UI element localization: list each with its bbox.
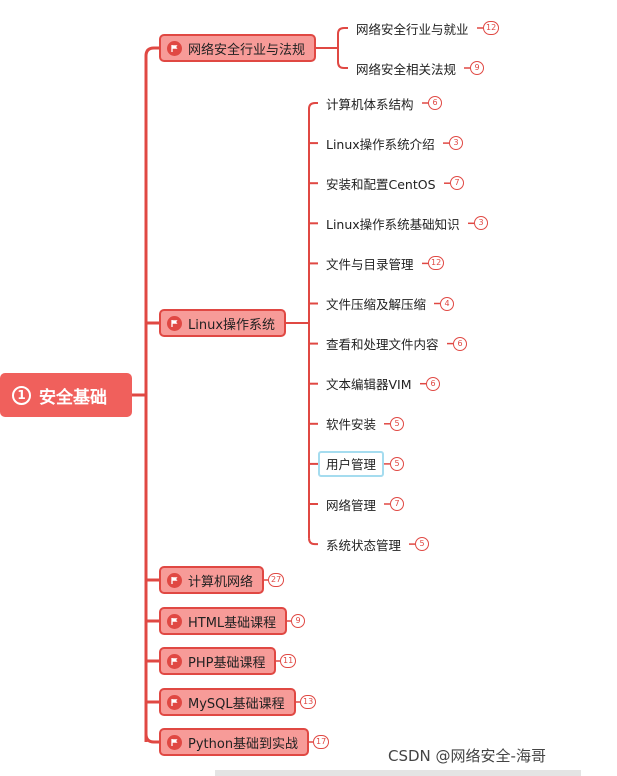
- subtopic-label: 文件压缩及解压缩: [326, 297, 427, 312]
- count-badge: 9: [291, 614, 305, 628]
- subtopic-label: Linux操作系统介绍: [326, 136, 435, 152]
- count-badge: 12: [483, 21, 500, 35]
- branch-topic-label: 网络安全行业与法规: [188, 42, 306, 58]
- root-topic[interactable]: 1 安全基础: [0, 373, 132, 417]
- subtopic-label: 安装和配置CentOS: [326, 176, 436, 192]
- subtopic[interactable]: 文本编辑器VIM: [318, 371, 420, 397]
- connector-line: [144, 46, 159, 57]
- branch-topic[interactable]: Python基础到实战: [159, 728, 310, 756]
- count-badge: 17: [313, 735, 330, 749]
- subtopic-label: 网络管理: [326, 497, 377, 513]
- watermark: CSDN @网络安全-海哥: [388, 747, 546, 765]
- count-badge: 3: [474, 216, 488, 231]
- connector-line: [144, 733, 159, 744]
- branch-topic[interactable]: Linux操作系统: [159, 309, 287, 337]
- flag-icon: [167, 694, 182, 710]
- subtopic[interactable]: 查看和处理文件内容: [318, 331, 447, 357]
- branch-topic-label: Linux操作系统: [188, 317, 276, 333]
- branch-topic[interactable]: PHP基础课程: [159, 647, 277, 675]
- count-badge: 6: [453, 336, 467, 351]
- subtopic[interactable]: 文件与目录管理: [318, 250, 422, 276]
- branch-topic[interactable]: 计算机网络: [159, 566, 265, 594]
- count-badge: 6: [428, 96, 442, 110]
- subtopic[interactable]: 网络管理: [318, 491, 384, 517]
- branch-topic[interactable]: HTML基础课程: [159, 607, 288, 635]
- root-topic-label: 安全基础: [39, 387, 107, 408]
- branch-topic-label: MySQL基础课程: [188, 696, 285, 712]
- count-badge: 11: [280, 654, 297, 668]
- count-badge: 5: [415, 537, 429, 552]
- connector-line: [337, 27, 348, 35]
- count-badge: 3: [449, 136, 463, 151]
- count-badge: 9: [470, 61, 484, 75]
- subtopic-label: 软件安装: [326, 417, 377, 433]
- branch-topic-label: Python基础到实战: [188, 736, 299, 752]
- subtopic-label: 查看和处理文件内容: [326, 337, 439, 353]
- flag-icon: [167, 315, 182, 331]
- subtopic-label: 文件与目录管理: [326, 256, 414, 272]
- count-badge: 27: [268, 573, 285, 587]
- subtopic-label: 计算机体系结构: [326, 96, 414, 112]
- flag-icon: [167, 572, 182, 588]
- count-badge: 7: [450, 176, 464, 191]
- subtopic[interactable]: Linux操作系统基础知识: [318, 210, 468, 236]
- subtopic[interactable]: 用户管理: [318, 450, 385, 477]
- branch-topic[interactable]: 网络安全行业与法规: [159, 34, 317, 62]
- count-badge: 4: [440, 296, 454, 311]
- horizontal-scrollbar[interactable]: [215, 770, 581, 776]
- connector-line: [308, 102, 318, 110]
- subtopic-label: 系统状态管理: [326, 537, 402, 553]
- count-badge: 6: [426, 376, 440, 391]
- subtopic[interactable]: 文件压缩及解压缩: [318, 291, 434, 317]
- subtopic-label: Linux操作系统基础知识: [326, 216, 460, 232]
- subtopic[interactable]: 计算机体系结构: [318, 90, 422, 116]
- subtopic-label: 文本编辑器VIM: [326, 377, 412, 393]
- branch-topic[interactable]: MySQL基础课程: [159, 688, 296, 716]
- number-one-icon: 1: [12, 385, 31, 405]
- branch-topic-label: HTML基础课程: [188, 615, 277, 631]
- subtopic[interactable]: 网络安全行业与就业: [348, 15, 477, 41]
- subtopic[interactable]: Linux操作系统介绍: [318, 130, 443, 156]
- subtopic[interactable]: 网络安全相关法规: [348, 55, 464, 81]
- flag-icon: [167, 613, 182, 629]
- subtopic-label: 网络安全行业与就业: [356, 21, 469, 37]
- subtopic[interactable]: 安装和配置CentOS: [318, 170, 444, 196]
- subtopic-label: 网络安全相关法规: [356, 61, 457, 77]
- count-badge: 7: [390, 497, 404, 511]
- connector-line: [308, 538, 318, 546]
- subtopic-label: 用户管理: [326, 457, 377, 473]
- count-badge: 13: [300, 695, 317, 709]
- subtopic[interactable]: 软件安装: [318, 411, 384, 437]
- subtopic[interactable]: 系统状态管理: [318, 531, 409, 557]
- branch-topic-label: 计算机网络: [188, 574, 254, 590]
- flag-icon: [167, 734, 182, 750]
- count-badge: 5: [390, 456, 404, 471]
- count-badge: 5: [390, 416, 404, 431]
- connector-line: [337, 61, 348, 69]
- count-badge: 12: [428, 256, 445, 271]
- flag-icon: [167, 653, 182, 669]
- branch-topic-label: PHP基础课程: [188, 655, 266, 671]
- flag-icon: [167, 40, 182, 56]
